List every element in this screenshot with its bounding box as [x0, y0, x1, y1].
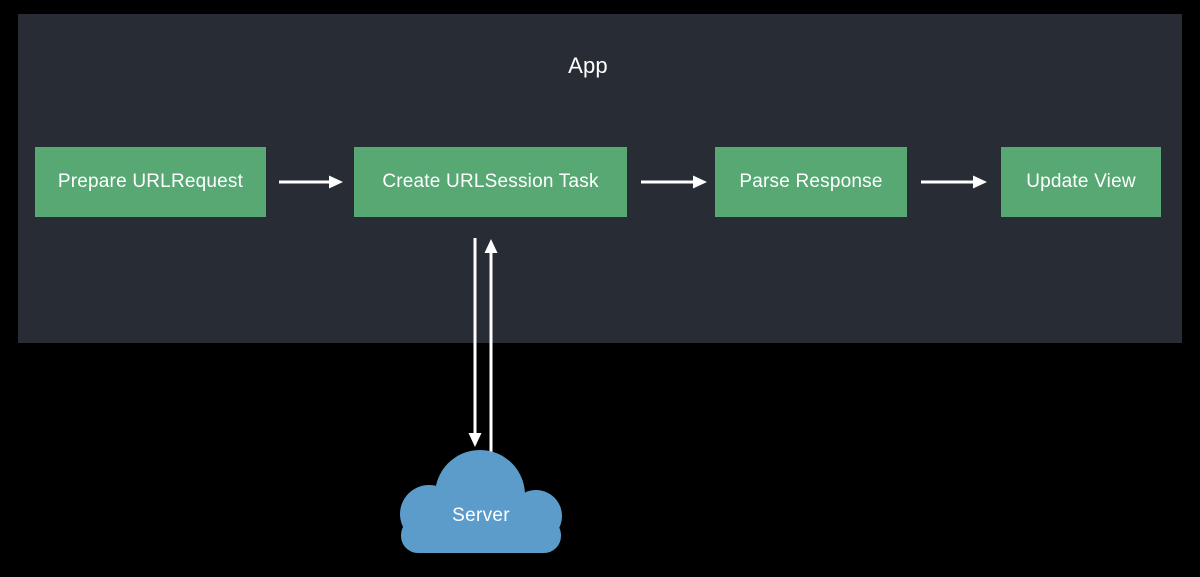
node-label: Create URLSession Task: [382, 171, 599, 192]
cloud-icon: [400, 450, 562, 553]
node-parse-response: Parse Response: [715, 147, 907, 217]
server-label: Server: [452, 505, 510, 526]
node-label: Parse Response: [739, 171, 883, 192]
arrow-right-icon: [920, 171, 988, 193]
node-prepare-urlrequest: Prepare URLRequest: [35, 147, 266, 217]
arrow-up-icon: [483, 238, 499, 452]
node-update-view: Update View: [1001, 147, 1161, 217]
app-title: App: [568, 53, 608, 78]
node-label: Update View: [1026, 171, 1136, 192]
node-create-urlsession-task: Create URLSession Task: [354, 147, 627, 217]
server-node: Server: [399, 450, 563, 553]
arrow-right-icon: [640, 171, 708, 193]
arrow-right-icon: [278, 171, 344, 193]
arrow-down-icon: [467, 238, 483, 448]
node-label: Prepare URLRequest: [57, 171, 244, 192]
